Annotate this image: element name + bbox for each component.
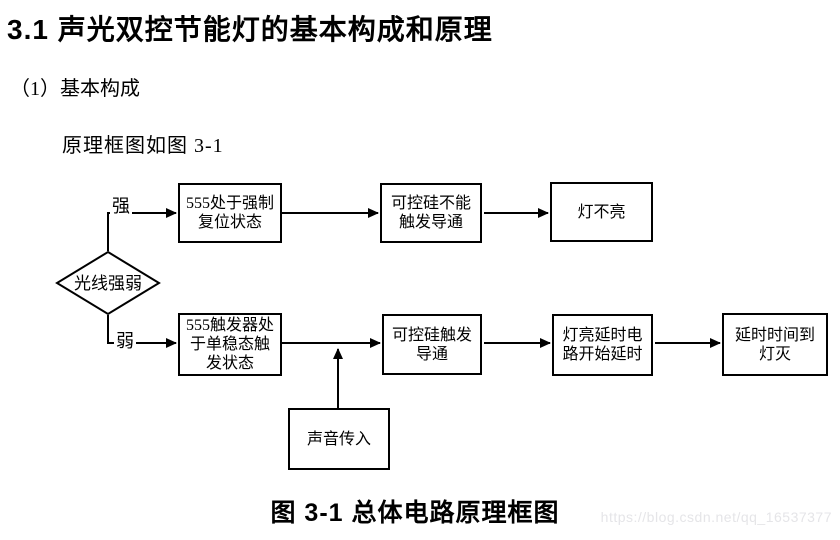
flow-node-scr-cannot-trigger: 可控硅不能 触发导通 bbox=[380, 183, 482, 243]
flow-node-scr-trigger: 可控硅触发 导通 bbox=[382, 314, 482, 375]
flow-node-sound-input: 声音传入 bbox=[288, 408, 390, 470]
decision-diamond-label: 光线强弱 bbox=[74, 274, 142, 293]
figure-caption: 图 3-1 总体电路原理框图 bbox=[270, 499, 560, 527]
branch-label-strong: 强 bbox=[110, 196, 132, 216]
connector-strong-branch bbox=[107, 208, 177, 251]
watermark-url: https://blog.csdn.net/qq_16537377 bbox=[600, 509, 832, 525]
flow-node-delay-end-lamp-out: 延时时间到 灯灭 bbox=[722, 313, 828, 376]
flow-node-delay-start: 灯亮延时电 路开始延时 bbox=[552, 314, 653, 376]
branch-label-weak: 弱 bbox=[114, 331, 136, 351]
figure-intro-text: 原理框图如图 3-1 bbox=[62, 135, 224, 157]
flow-node-555-forced-reset: 555处于强制 复位状态 bbox=[178, 183, 282, 243]
flow-node-lamp-off: 灯不亮 bbox=[550, 182, 653, 242]
connector-weak-branch bbox=[107, 315, 177, 348]
flow-node-555-monostable: 555触发器处 于单稳态触 发状态 bbox=[178, 313, 282, 376]
decision-diamond-shape bbox=[55, 250, 161, 316]
subsection-label: （1）基本构成 bbox=[10, 78, 140, 100]
section-heading: 3.1 声光双控节能灯的基本构成和原理 bbox=[7, 14, 493, 45]
